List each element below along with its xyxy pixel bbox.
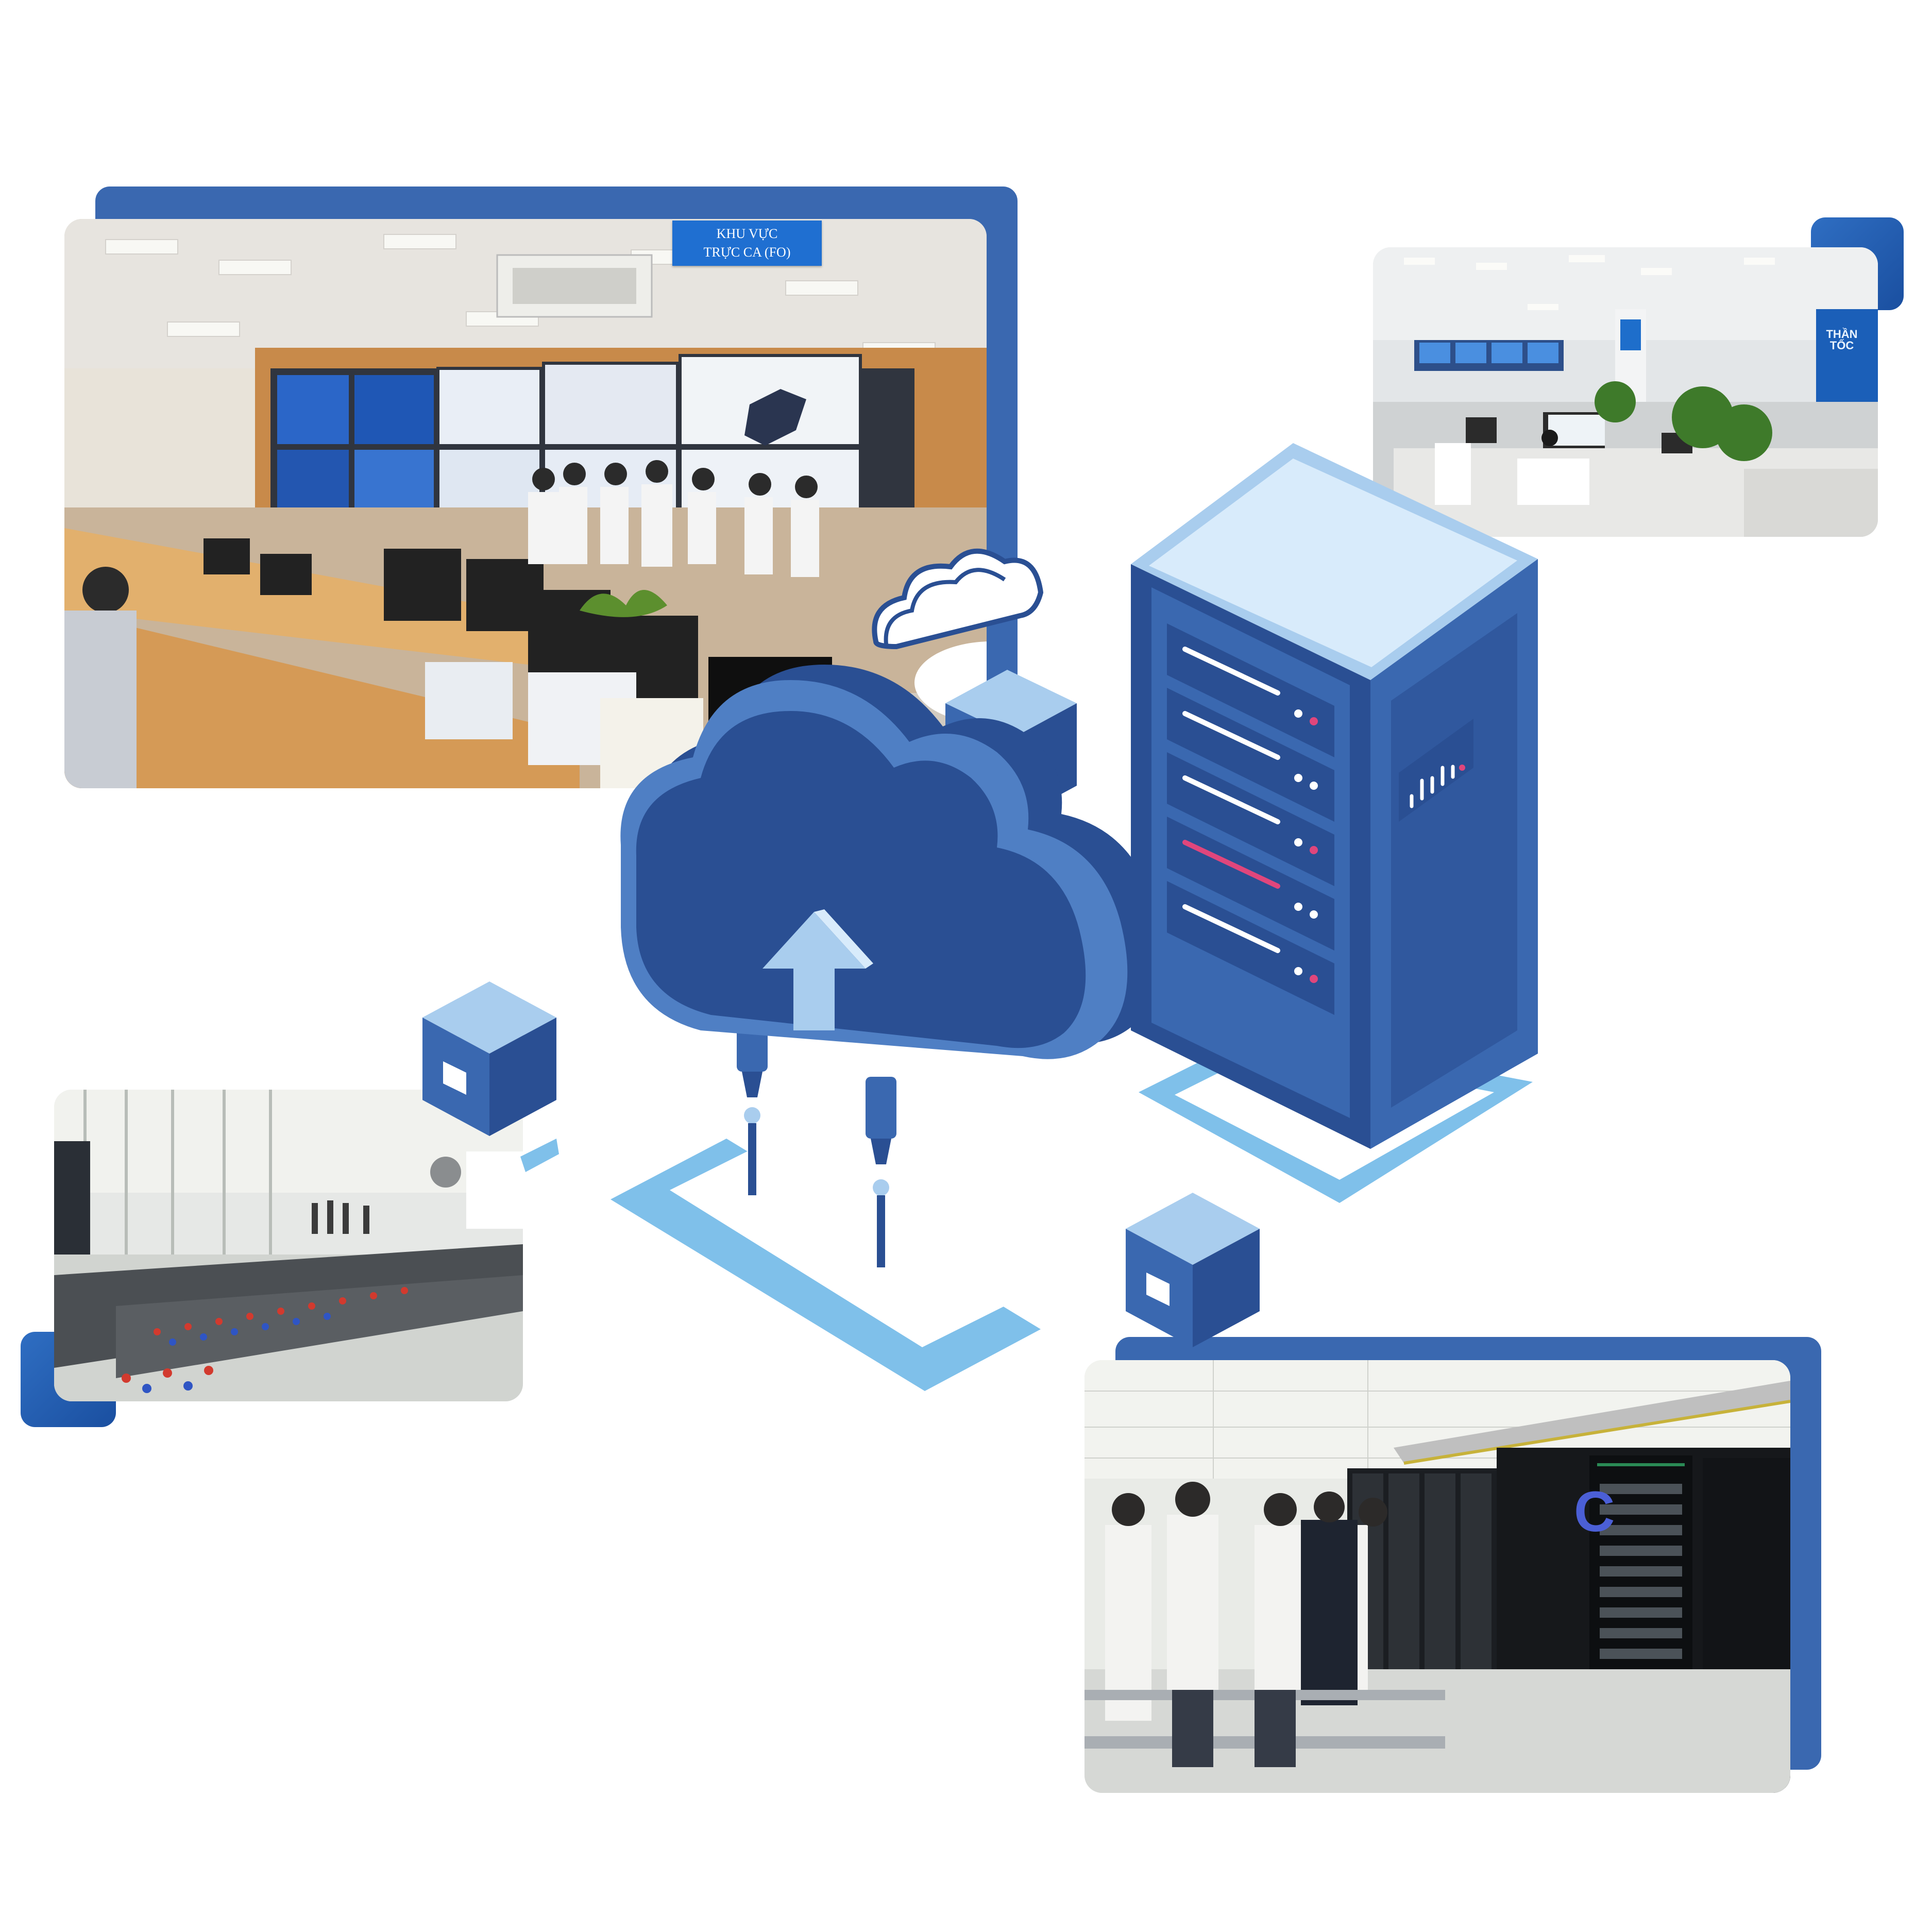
office-poster: THẦN TỐC — [1819, 329, 1865, 351]
battery-room-photo — [54, 1090, 523, 1401]
control-room-sign: KHU VỰC TRỰC CA (FO) — [672, 221, 822, 266]
server-room-photo — [1084, 1360, 1790, 1793]
poster-line-2: TỐC — [1829, 339, 1854, 352]
server-rack-icon — [1131, 443, 1538, 1149]
office-photo — [1373, 247, 1878, 537]
cloud-upload-icon — [620, 665, 1161, 1267]
data-cube-icon — [1126, 1193, 1260, 1347]
cloud-shadow — [611, 1139, 1041, 1391]
data-cube-icon — [422, 981, 556, 1136]
sign-line-1: KHU VỰC — [716, 226, 778, 241]
small-cloud-icon — [872, 548, 1044, 650]
sign-line-2: TRỰC CA (FO) — [703, 245, 791, 260]
rack-letter: C — [1574, 1480, 1615, 1544]
poster-line-1: THẦN — [1826, 328, 1858, 341]
cube-shadow-left — [520, 1139, 559, 1172]
